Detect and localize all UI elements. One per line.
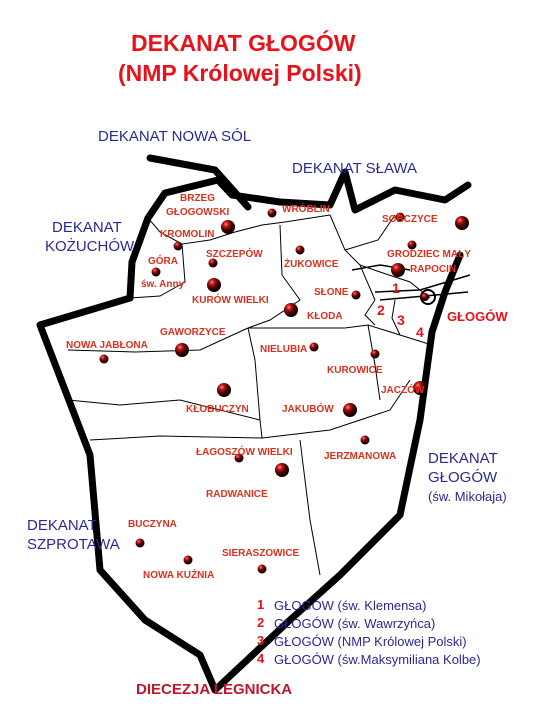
town-sobczyce: SOBCZYCE (382, 214, 438, 225)
town-klobuczyn: KŁOBUCZYN (186, 404, 249, 415)
town-jerzmanowa: JERZMANOWA (324, 451, 397, 462)
town-jaczow: JACZÓW (381, 385, 425, 396)
town-szczepow: SZCZEPÓW (206, 249, 263, 260)
diocese-label: DIECEZJA LEGNICKA (136, 681, 293, 698)
town-brzeg-line2: GŁOGOWSKI (166, 207, 230, 218)
legend-text: GŁOGÓW (św.Maksymiliana Kolbe) (274, 652, 481, 667)
town-kurow: KURÓW WIELKI (192, 295, 269, 306)
neighbor-slawa: DEKANAT SŁAWA (292, 160, 418, 177)
zone-number-2: 2 (377, 302, 385, 318)
town-kurowice: KUROWICE (327, 365, 383, 376)
zone-number-4: 4 (416, 324, 424, 340)
neighbor-glogow-mikolaja-line1: DEKANAT (428, 450, 498, 467)
town-kloda: KŁODA (307, 311, 343, 322)
legend-number: 1 (257, 597, 265, 612)
deanery-boundary (36, 154, 472, 694)
neighbor-szprotawa-line2: SZPROTAWA (27, 536, 120, 553)
town-gora: GÓRA (148, 256, 178, 267)
legend-number: 4 (257, 651, 265, 666)
legend-number: 3 (257, 633, 265, 648)
town-nielubia: NIELUBIA (260, 344, 308, 355)
legend-number: 2 (257, 615, 265, 630)
neighbor-glogow-mikolaja-line3: (św. Mikołaja) (428, 489, 507, 504)
map-subtitle: (NMP Królowej Polski) (118, 60, 362, 86)
neighbor-nowa-sol: DEKANAT NOWA SÓL (98, 128, 252, 145)
neighbor-kozuchow-line1: DEKANAT (52, 219, 122, 236)
town-lagoszow: ŁAGOSZÓW WIELKI (196, 447, 293, 458)
town-gaworzyce: GAWORZYCE (160, 327, 226, 338)
legend-text: GŁOGÓW (św. Wawrzyńca) (274, 616, 436, 631)
town-sieraszowice: SIERASZOWICE (222, 548, 300, 559)
neighbor-kozuchow-line2: KOŻUCHÓW (45, 238, 135, 255)
legend-text: GŁOGÓW (NMP Królowej Polski) (274, 634, 467, 649)
town-buczyna: BUCZYNA (128, 519, 177, 530)
town-rapocin: RAPOCIN (410, 264, 457, 275)
town-brzeg-line1: BRZEG (180, 193, 215, 204)
town-nowa-jablona: NOWA JABŁONA (66, 340, 148, 351)
town-radwanice: RADWANICE (206, 489, 268, 500)
large-church-markers (175, 216, 469, 477)
parish-borders (67, 214, 433, 576)
neighbor-szprotawa-line1: DEKANAT (27, 517, 97, 534)
zone-number-3: 3 (397, 312, 405, 328)
town-zukowice: ŻUKOWICE (284, 259, 339, 270)
town-nowa-kuznia: NOWA KUŹNIA (143, 570, 215, 581)
town-jakubow: JAKUBÓW (282, 404, 334, 415)
town-wroblin: WRÓBLIN (282, 204, 330, 215)
neighbor-glogow-mikolaja-line2: GŁOGÓW (428, 469, 498, 486)
legend-text: GŁOGÓW (św. Klemensa) (274, 598, 427, 613)
city-label-glogow: GŁOGÓW (447, 309, 508, 324)
town-slone: SŁONE (314, 287, 349, 298)
town-sw-anny: św. Anny (141, 279, 185, 290)
map-title: DEKANAT GŁOGÓW (131, 30, 356, 56)
zone-number-1: 1 (392, 280, 400, 296)
town-grodziec: GRODZIEC MAŁY (387, 249, 471, 260)
town-kromolin: KROMOLIN (160, 229, 215, 240)
small-church-markers (99, 208, 417, 574)
